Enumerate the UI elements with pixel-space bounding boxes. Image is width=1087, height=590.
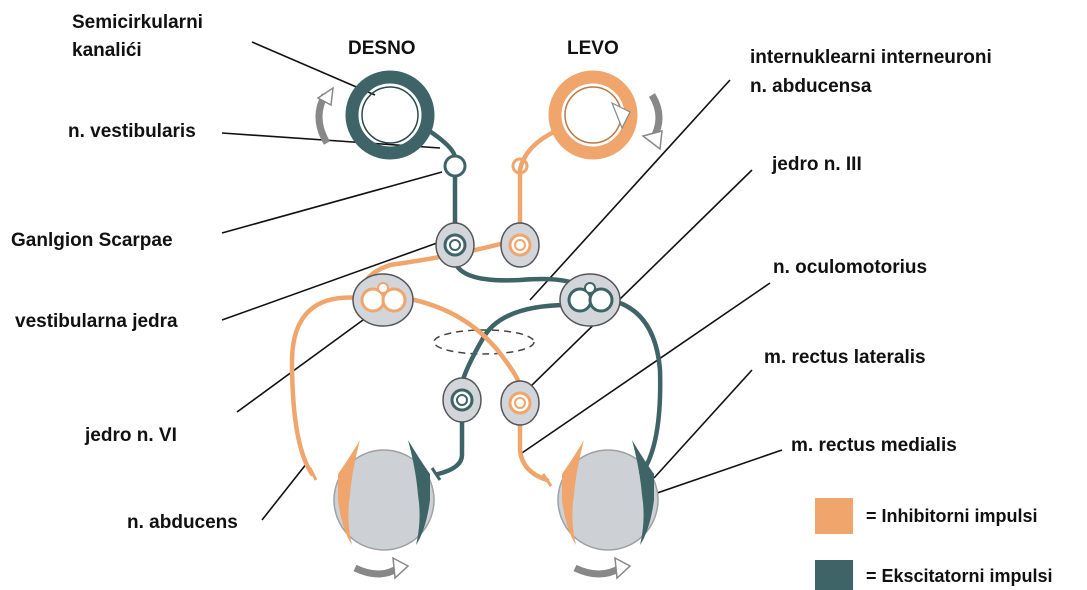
inhibitory-pathways bbox=[289, 127, 561, 483]
right-semicircular-canal bbox=[345, 70, 435, 160]
left-abducens-nucleus bbox=[559, 273, 621, 327]
left-lateral-rectus-muscle bbox=[632, 440, 654, 545]
path-oculomotor-left-to-medial bbox=[517, 417, 550, 483]
right-lateral-rectus-muscle bbox=[338, 440, 360, 545]
right-eye-movement-arrow bbox=[353, 556, 410, 580]
left-eye bbox=[557, 440, 659, 551]
legend-excitatory-label: = Ekscitatorni impulsi bbox=[866, 566, 1053, 586]
legend-inhibitory-swatch bbox=[815, 498, 853, 534]
right-eyeball bbox=[333, 449, 435, 551]
label-scarpa-ganglion: Ganlgion Scarpae bbox=[11, 230, 173, 251]
left-oculomotor-nucleus bbox=[500, 380, 540, 426]
leader-abducens-nerve bbox=[261, 462, 308, 521]
path-left-canal-to-nucleus bbox=[517, 127, 561, 231]
leader-semicircular bbox=[251, 41, 376, 96]
leader-abducens-nucleus bbox=[236, 319, 364, 413]
left-semicircular-canal bbox=[548, 70, 638, 160]
right-canal-arrowhead bbox=[316, 86, 334, 107]
right-vestibular-nucleus bbox=[435, 222, 475, 268]
leader-oculomotor-nucleus bbox=[528, 169, 753, 389]
leader-interneurons bbox=[529, 79, 731, 301]
leader-lateral-rectus bbox=[653, 369, 753, 479]
left-eyeball bbox=[557, 449, 659, 551]
label-interneurons-line1: internuklearni interneuroni bbox=[750, 47, 992, 68]
legend-inhibitory-label: = Inhibitorni impulsi bbox=[866, 506, 1038, 526]
side-label-levo: LEVO bbox=[567, 38, 619, 59]
path-abducens-to-lateral-rectus bbox=[289, 295, 363, 477]
label-interneurons-line2: n. abducensa bbox=[750, 76, 872, 97]
right-medial-rectus-muscle bbox=[408, 440, 430, 545]
left-canal-arrowhead bbox=[641, 129, 663, 151]
leader-vestibular-nuclei bbox=[221, 242, 438, 321]
label-semicircular-line2: kanalići bbox=[72, 40, 142, 61]
label-medial-rectus: m. rectus medialis bbox=[791, 435, 957, 456]
midline-dashed-ellipse bbox=[433, 329, 535, 355]
label-abducens-nucleus: jedro n. VI bbox=[85, 425, 177, 446]
label-semicircular-line1: Semicirkularni bbox=[72, 12, 203, 33]
legend-excitatory-swatch bbox=[815, 560, 853, 590]
label-lateral-rectus: m. rectus lateralis bbox=[764, 347, 926, 368]
label-vestibular-nerve: n. vestibularis bbox=[68, 121, 196, 142]
path-left-to-lateral-rectus bbox=[607, 297, 663, 471]
left-ganglion-scarpae bbox=[511, 157, 529, 175]
path-canal-to-ganglion-right bbox=[425, 127, 458, 161]
left-vestibular-nucleus bbox=[500, 222, 540, 268]
path-abducens-interneuron-crossing bbox=[402, 295, 523, 391]
right-abducens-nucleus bbox=[352, 273, 414, 327]
leader-lines bbox=[221, 41, 783, 525]
label-vestibular-nuclei: vestibularna jedra bbox=[15, 311, 178, 332]
right-ganglion-scarpae bbox=[443, 154, 467, 178]
path-oculomotor-right-to-medial bbox=[435, 412, 465, 477]
side-label-desno: DESNO bbox=[348, 38, 416, 59]
right-eye bbox=[333, 440, 435, 551]
leader-oculomotor-nerve bbox=[518, 282, 771, 456]
excitatory-pathways bbox=[425, 127, 663, 477]
synaptic-terminals bbox=[308, 461, 650, 487]
left-medial-rectus-muscle bbox=[562, 440, 584, 545]
label-abducens-nerve: n. abducens bbox=[127, 512, 238, 533]
label-oculomotor-nucleus: jedro n. III bbox=[772, 154, 862, 175]
left-eye-movement-arrow bbox=[573, 556, 632, 580]
label-oculomotor-nerve: n. oculomotorius bbox=[773, 257, 928, 278]
leader-scarpa bbox=[221, 171, 443, 234]
right-oculomotor-nucleus bbox=[442, 377, 482, 423]
